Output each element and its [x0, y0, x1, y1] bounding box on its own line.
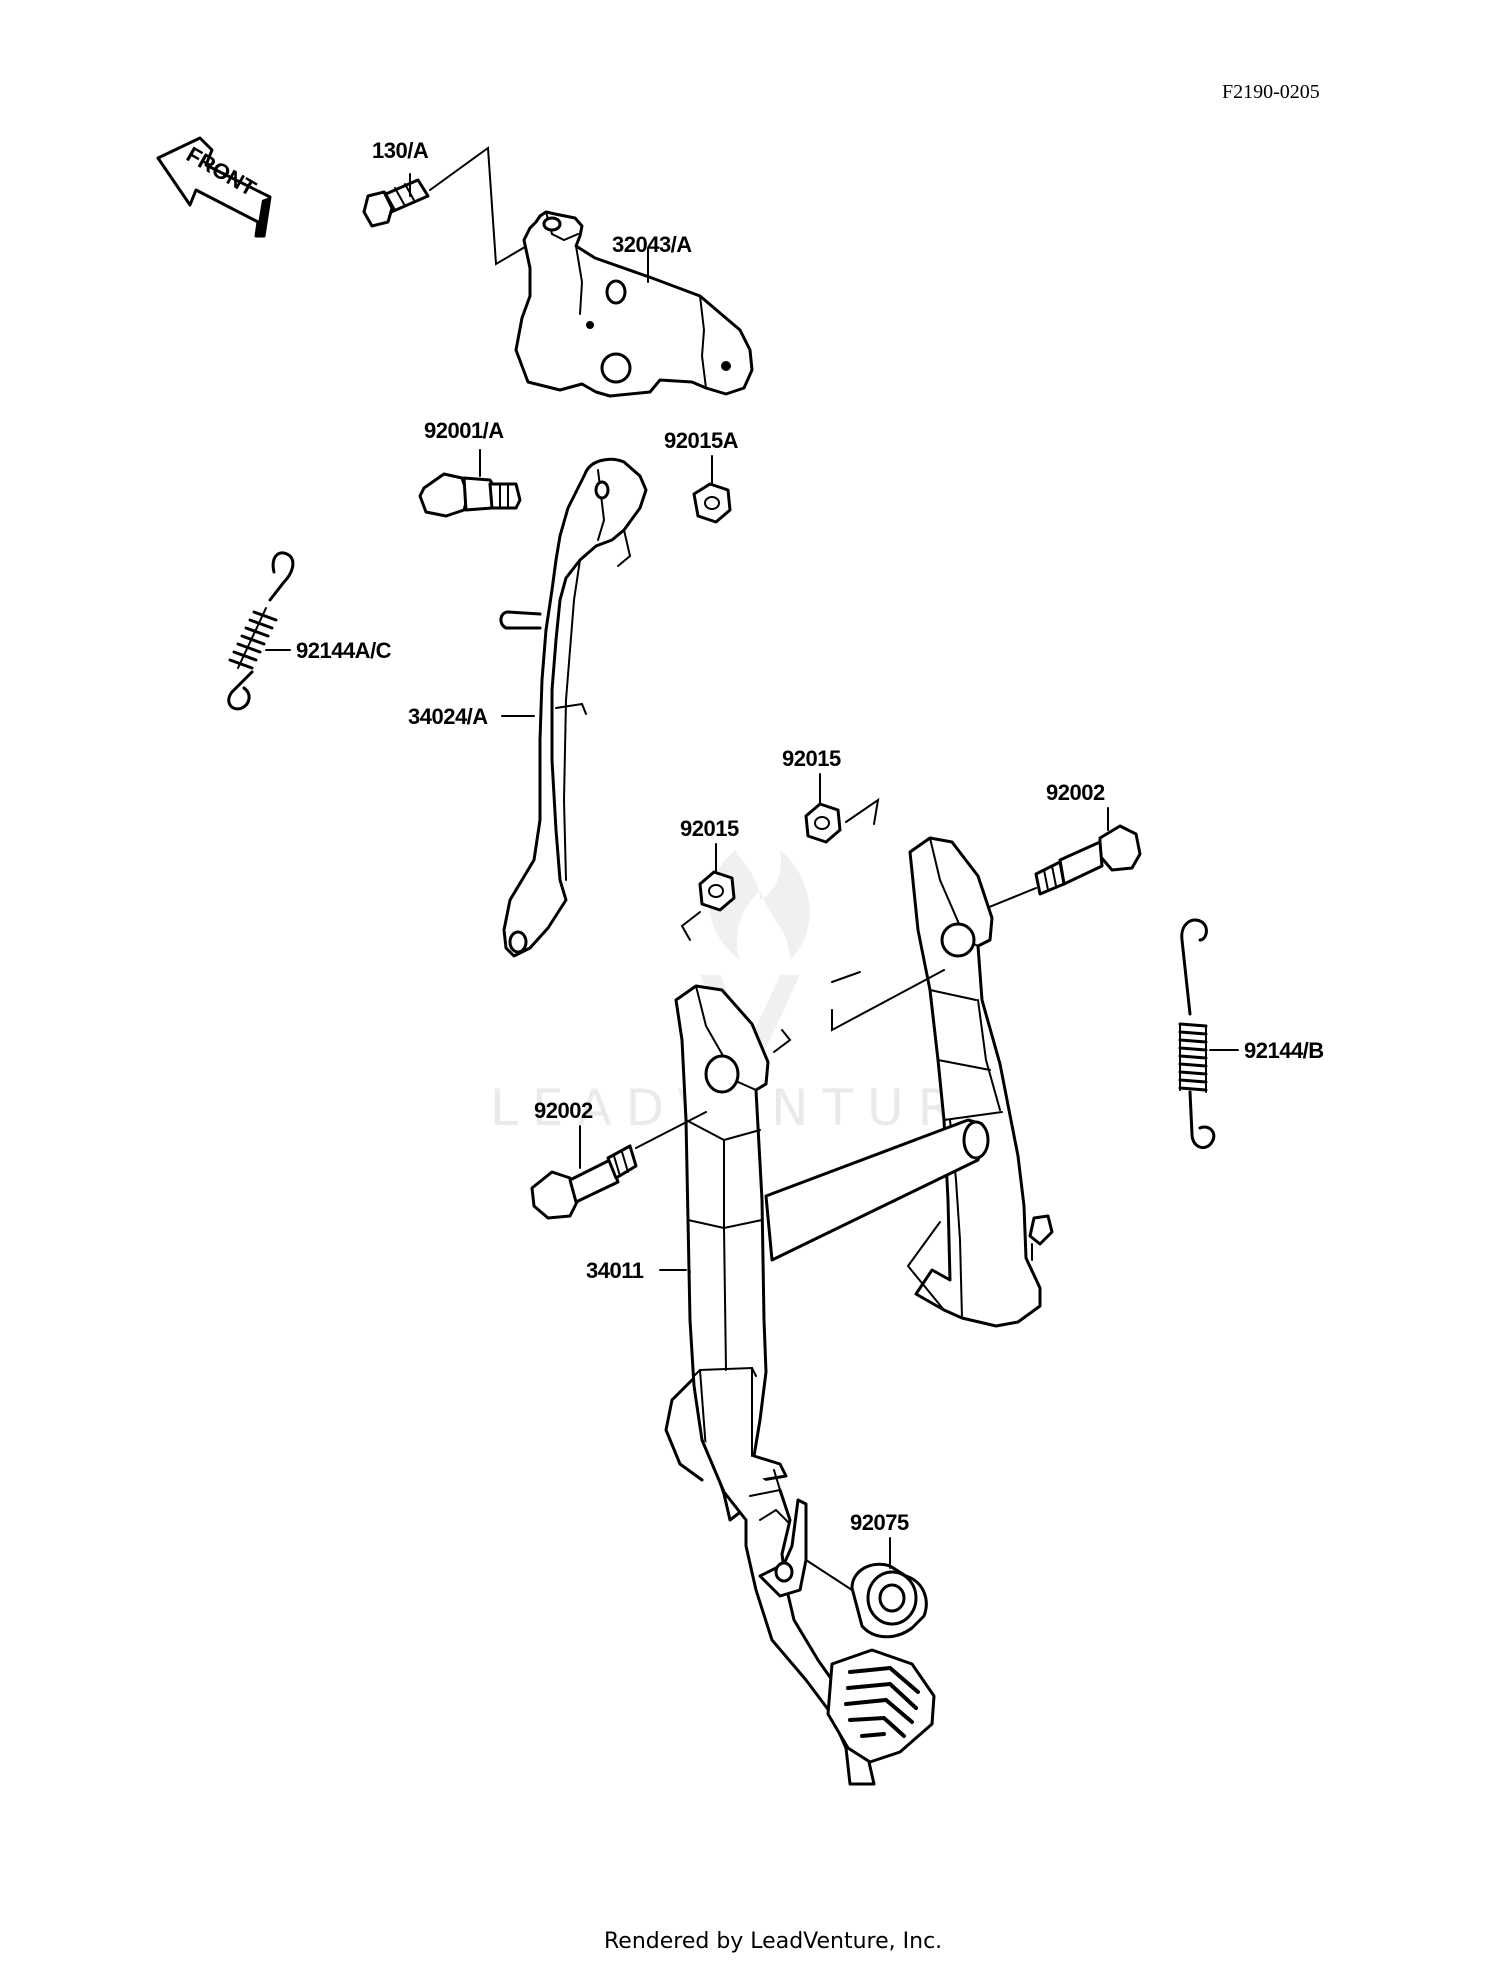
- callout-92002-right: 92002: [1046, 780, 1105, 805]
- side-stand-34024: [499, 457, 648, 958]
- callout-32043-a: 32043/A: [612, 232, 692, 257]
- nut-92015a: [692, 455, 732, 524]
- callout-34011: 34011: [586, 1258, 644, 1283]
- callout-92015-lower: 92015: [680, 816, 739, 841]
- bolt-92001: [418, 449, 522, 518]
- bolt-92002-left: [530, 1111, 707, 1220]
- bolt-92002-right: [981, 807, 1142, 911]
- callout-92144a-c: 92144A/C: [296, 638, 392, 663]
- callout-labels: 130/A 32043/A 92001/A 92015A 92144A/C 34…: [296, 138, 1324, 1535]
- callout-130-a: 130/A: [372, 138, 429, 163]
- nut-92015-upper: [804, 773, 880, 844]
- callout-92001-a: 92001/A: [424, 418, 504, 443]
- spring-92144b: [1178, 918, 1239, 1150]
- callout-92075: 92075: [850, 1510, 909, 1535]
- bracket-32043: [514, 210, 754, 398]
- spring-92144ac: [227, 551, 295, 711]
- figure-code: F2190-0205: [1222, 81, 1320, 103]
- callout-92144-b: 92144/B: [1244, 1038, 1324, 1063]
- nut-92015-lower: [680, 843, 736, 941]
- callout-92015a: 92015A: [664, 428, 739, 453]
- callout-92002-left: 92002: [534, 1098, 593, 1123]
- main-stand-34011: [659, 836, 1054, 1786]
- callout-92015-upper: 92015: [782, 746, 841, 771]
- rendered-by-footer: Rendered by LeadVenture, Inc.: [604, 1929, 942, 1954]
- front-direction-arrow: FRONT: [156, 136, 272, 238]
- bolt-130: [362, 146, 531, 266]
- callout-34024-a: 34024/A: [408, 704, 488, 729]
- bearing-92075: [850, 1537, 928, 1639]
